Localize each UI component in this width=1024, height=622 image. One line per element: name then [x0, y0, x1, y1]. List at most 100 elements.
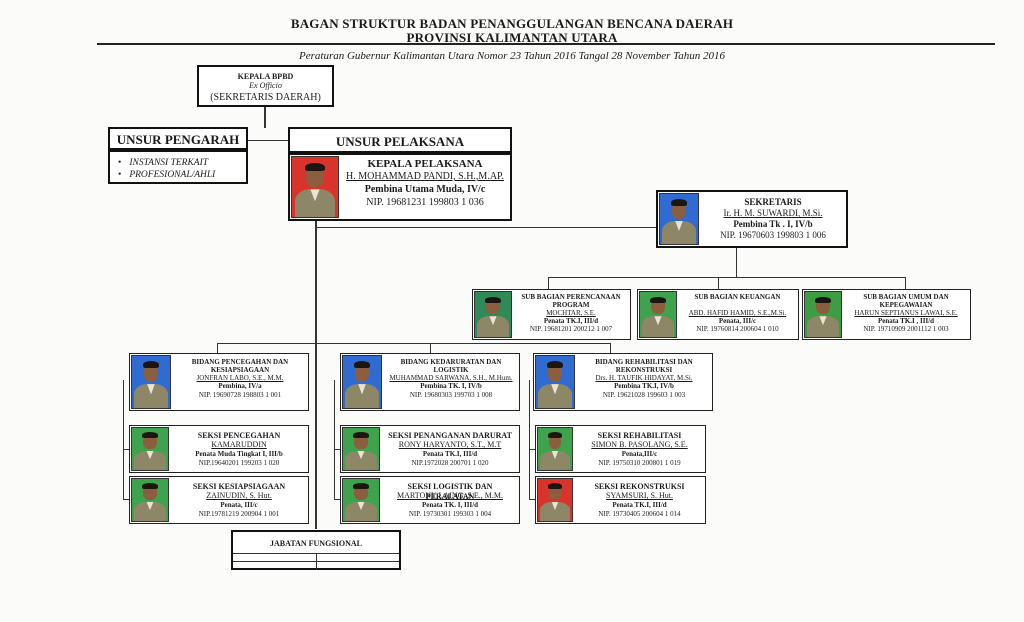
- bidang-photo: [342, 355, 382, 409]
- sub-bagian-title: SUB BAGIAN KEUANGAN: [694, 293, 781, 301]
- bidang-nip: NIP. 19680303 199703 1 008: [409, 391, 493, 399]
- seksi-title: SEKSI PENANGANAN DARURAT: [388, 431, 512, 440]
- seksi-nip: NIP. 19730301 199303 1 004: [408, 510, 492, 518]
- seksi-nip: NIP.19640201 199203 1 020: [198, 459, 280, 467]
- bidang-rank: Pembina TK. I, IV/b: [420, 382, 482, 390]
- kepala-pelaksana-photo: [291, 156, 339, 218]
- connector-line: [529, 449, 535, 450]
- seksi-rank: Penata, III/c: [220, 501, 258, 509]
- kepala-bpbd-sub: Ex Officio: [249, 81, 282, 90]
- seksi-nip: NIP.19781219 200904 1 001: [198, 510, 280, 518]
- seksi-photo: [131, 478, 169, 522]
- bidang-name: Drs. H. TAUFIK HIDAYAT, M.Si.: [595, 374, 693, 382]
- sekretaris-rank: Pembina Tk . I, IV/b: [733, 219, 813, 229]
- connector-line: [548, 277, 906, 278]
- sekretaris-name: Ir. H. M. SUWARDI, M.Si.: [723, 208, 823, 218]
- bidang-rehabilitasi-box: BIDANG REHABILITASI DAN REKONSTRUKSI Drs…: [533, 353, 713, 411]
- sub-bagian-title: SUB BAGIAN UMUM DAN KEPEGAWAIAN: [863, 293, 949, 309]
- seksi-rank: Penata TK.I, III/d: [422, 450, 478, 458]
- kepala-pelaksana-nip: NIP. 19681231 199803 1 036: [366, 197, 484, 208]
- title-underline: [97, 43, 995, 45]
- connector-line: [736, 247, 737, 277]
- connector-line: [529, 499, 535, 500]
- sub-bagian-nip: NIP. 19681201 200212 1 007: [529, 325, 613, 333]
- sub-bagian-name: HARUN SEPTIANUS LAWAI, S.E.: [854, 309, 958, 317]
- jabatan-fungsional-box: JABATAN FUNGSIONAL: [231, 530, 401, 570]
- bidang-nip: NIP. 19621028 199603 1 003: [602, 391, 686, 399]
- connector-line: [334, 499, 340, 500]
- bidang-photo: [535, 355, 575, 409]
- connector-line: [217, 343, 611, 344]
- sub-bagian-photo: [639, 291, 677, 338]
- sekretaris-title: SEKRETARIS: [744, 197, 802, 207]
- seksi-logistik-box: SEKSI LOGISTIK DAN PERALATAN MARTONY LAI…: [340, 476, 520, 524]
- bidang-name: JONFRAN LABO, S.E., M.M.: [196, 374, 284, 382]
- seksi-name: SIMON B. PASOLANG, S.E.: [591, 440, 688, 449]
- sub-bagian-photo: [804, 291, 842, 338]
- unsur-pengarah-header: UNSUR PENGARAH: [108, 127, 248, 150]
- kepala-bpbd-title: KEPALA BPBD: [237, 72, 294, 81]
- table-divider: [316, 553, 317, 570]
- seksi-nip: NIP.1972028 200701 1 020: [411, 459, 489, 467]
- connector-line: [123, 380, 124, 500]
- sub-bagian-photo: [474, 291, 512, 338]
- unsur-pengarah-list: INSTANSI TERKAIT PROFESIONAL/AHLI: [108, 150, 248, 184]
- bidang-photo: [131, 355, 171, 409]
- seksi-photo: [537, 427, 573, 471]
- bidang-rank: Pembina, IV/a: [218, 382, 262, 390]
- bidang-rank: Pembina TK.I, IV/b: [614, 382, 674, 390]
- bidang-pencegahan-box: BIDANG PENCEGAHAN DAN KESIAPSIAGAAN JONF…: [129, 353, 309, 411]
- unsur-pelaksana-header: UNSUR PELAKSANA: [288, 127, 512, 153]
- seksi-rekonstruksi-box: SEKSI REKONSTRUKSI SYAMSURI, S. Hut. Pen…: [535, 476, 706, 524]
- unsur-pelaksana-title: UNSUR PELAKSANA: [335, 134, 465, 149]
- unsur-pengarah-item: INSTANSI TERKAIT: [118, 157, 215, 169]
- seksi-name: SYAMSURI, S. Hut.: [606, 491, 673, 500]
- sekretaris-nip: NIP. 19670603 199803 1 006: [720, 230, 826, 240]
- connector-line: [529, 380, 530, 500]
- seksi-rehabilitasi-box: SEKSI REHABILITASI SIMON B. PASOLANG, S.…: [535, 425, 706, 473]
- sekretaris-box: SEKRETARIS Ir. H. M. SUWARDI, M.Si. Pemb…: [656, 190, 848, 248]
- sub-bagian-rank: Penata, III/c: [718, 317, 757, 325]
- jabatan-fungsional-title: JABATAN FUNGSIONAL: [270, 539, 362, 548]
- kepala-bpbd-holder: (SEKRETARIS DAERAH): [210, 92, 321, 103]
- seksi-name: MARTONY LAING, S.E., M.M.: [397, 491, 503, 500]
- seksi-nip: NIP. 19730405 200604 1 014: [598, 510, 681, 518]
- sub-bagian-nip: NIP. 19760814 200604 1 010: [696, 325, 779, 333]
- seksi-pencegahan-box: SEKSI PENCEGAHAN KAMARUDDIN Penata Muda …: [129, 425, 309, 473]
- seksi-title: SEKSI REKONSTRUKSI: [594, 482, 685, 491]
- kepala-bpbd-box: KEPALA BPBD Ex Officio (SEKRETARIS DAERA…: [197, 65, 334, 107]
- connector-line: [123, 449, 129, 450]
- connector-line: [430, 343, 431, 353]
- sub-bagian-rank: Penata TK.I, III/d: [543, 317, 599, 325]
- sub-bagian-nip: NIP. 19710909 2001112 1 003: [863, 325, 949, 333]
- connector-line: [905, 277, 906, 289]
- kepala-pelaksana-box: KEPALA PELAKSANA H. MOHAMMAD PANDI, S.H.…: [288, 153, 512, 221]
- seksi-photo: [342, 478, 380, 522]
- sub-bagian-perencanaan-box: SUB BAGIAN PERENCANAAN PROGRAM MOCHTAR, …: [472, 289, 631, 340]
- bidang-title: BIDANG REHABILITASI DAN REKONSTRUKSI: [595, 358, 693, 374]
- connector-line: [315, 221, 317, 529]
- connector-line: [248, 140, 288, 141]
- connector-line: [217, 343, 218, 353]
- page-subtitle-province: PROVINSI KALIMANTAN UTARA: [406, 30, 618, 45]
- connector-line: [264, 106, 266, 128]
- unsur-pengarah-title: UNSUR PENGARAH: [116, 132, 240, 147]
- connector-line: [718, 277, 719, 289]
- sub-bagian-title: SUB BAGIAN PERENCANAAN PROGRAM: [521, 293, 621, 309]
- sub-bagian-umum-box: SUB BAGIAN UMUM DAN KEPEGAWAIAN HARUN SE…: [802, 289, 971, 340]
- seksi-photo: [342, 427, 380, 471]
- bidang-title: BIDANG KEDARURATAN DAN LOGISTIK: [400, 358, 502, 374]
- seksi-kesiapsiagaan-box: SEKSI KESIAPSIAGAAN ZAINUDIN, S. Hut. Pe…: [129, 476, 309, 524]
- seksi-photo: [131, 427, 169, 471]
- page-title: BAGAN STRUKTUR BADAN PENANGGULANGAN BENC…: [290, 16, 734, 31]
- bidang-name: MUHAMMAD SARWANA, S.H., M.Hum.: [389, 374, 513, 382]
- seksi-title: SEKSI KESIAPSIAGAAN: [192, 482, 286, 491]
- connector-line: [315, 227, 656, 228]
- seksi-title: SEKSI REHABILITASI: [597, 431, 682, 440]
- kepala-pelaksana-rank: Pembina Utama Muda, IV/c: [364, 184, 486, 195]
- seksi-rank: Penata,III/c: [621, 450, 658, 458]
- connector-line: [123, 499, 129, 500]
- seksi-name: ZAINUDIN, S. Hut.: [206, 491, 272, 500]
- bidang-nip: NIP. 19690728 198803 1 001: [198, 391, 282, 399]
- seksi-rank: Penata TK. I, III/d: [421, 501, 479, 509]
